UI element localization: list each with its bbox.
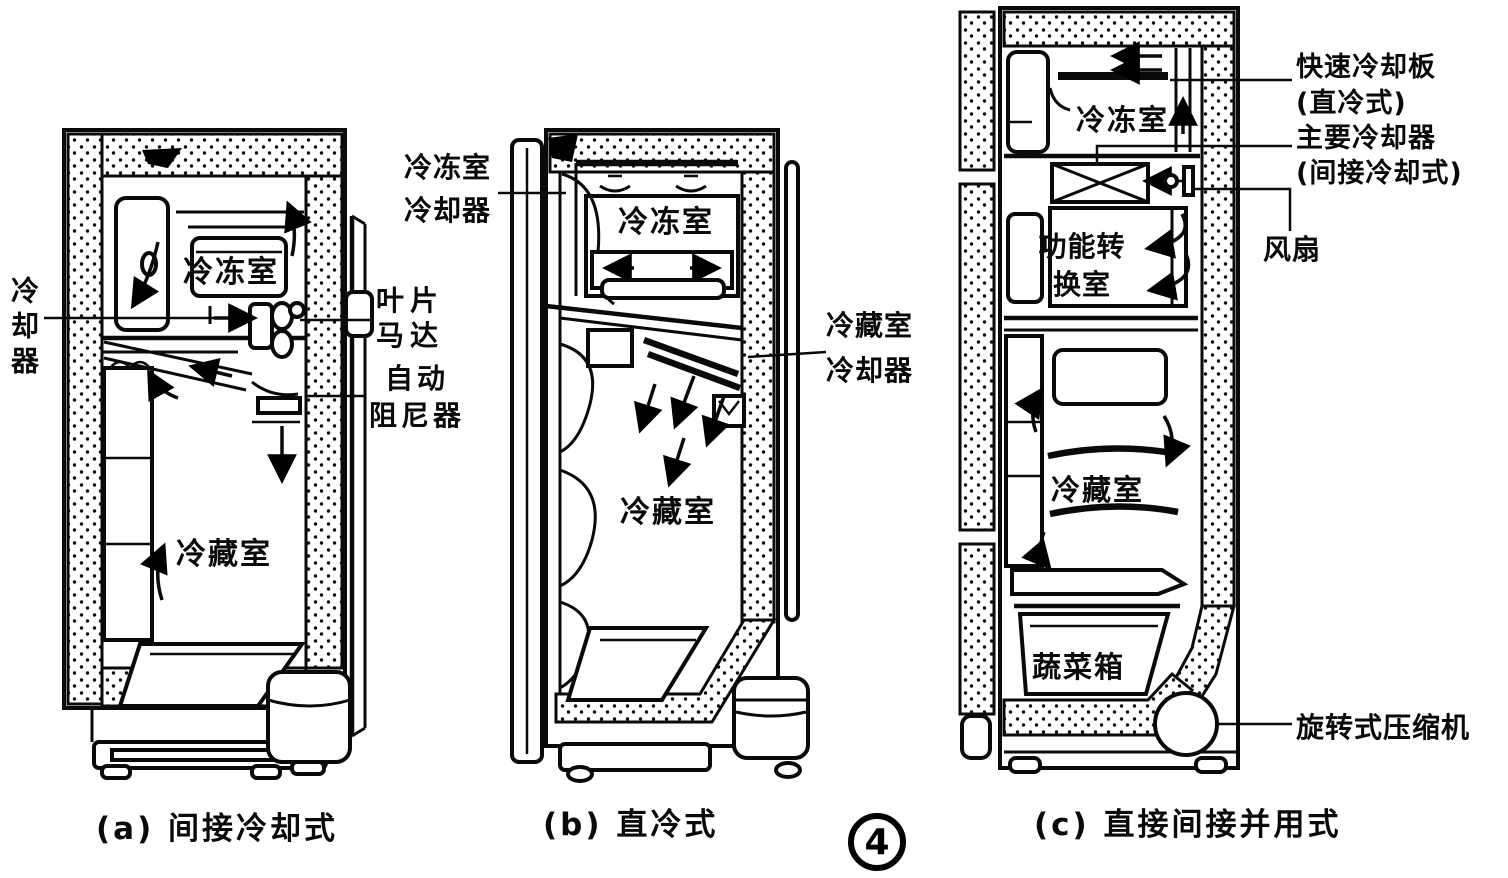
label-damper: 自动 阻尼器: [358, 360, 476, 434]
leader-fridge-cooler: [747, 350, 827, 359]
label-vane-motor-line1: 叶片: [375, 284, 444, 317]
compartment-label-fridge-b: 冷藏室: [620, 495, 716, 530]
compartment-label-function-room-line1: 功能转: [1038, 230, 1126, 263]
fridge-c-door-bottom: [958, 542, 996, 716]
label-damper-line1: 自动: [384, 362, 449, 395]
fridge-a-wall-left: [66, 132, 104, 706]
figure-number: 4: [864, 821, 890, 863]
fridge-b-fridge-cooler-plates: [642, 336, 742, 392]
label-fan: 风扇: [1263, 233, 1322, 266]
fridge-a-drawing: [44, 128, 374, 780]
label-fridge-cooler-line1: 冷藏室: [826, 309, 914, 342]
fridge-c-wall-right: [1200, 44, 1236, 608]
compartment-label-freezer-c: 冷冻室: [1076, 103, 1170, 137]
label-vane-motor-line2: 马达: [375, 319, 444, 352]
compartment-label-vegetable-box: 蔬菜箱: [1032, 650, 1126, 684]
label-freezer-cooler-line2: 冷却器: [404, 194, 492, 227]
label-freezer-cooler: 冷冻室 冷却器: [404, 146, 491, 232]
fridge-c-main-cooler: [1050, 162, 1150, 204]
compartment-label-freezer-a: 冷冻室: [183, 255, 279, 290]
fridge-b-wall-top: [548, 132, 776, 174]
label-quick-cooling-plate: 快速冷却板 (直冷式): [1296, 50, 1436, 122]
fan-icon: [1142, 165, 1195, 197]
compartment-label-fridge-a: 冷藏室: [176, 537, 272, 572]
fridge-c-door-top: [958, 10, 996, 172]
caption-panel-a: (a) 间接冷却式: [96, 811, 339, 847]
label-main-cooler-line1: 主要冷却器: [1296, 123, 1436, 154]
compartment-label-function-room: 功能转 换室: [1032, 228, 1132, 304]
fridge-b-airflow-arrows: [634, 375, 730, 488]
caption-panel-c: (c) 直接间接并用式: [1034, 807, 1342, 843]
fridge-c-wall-top: [1002, 10, 1236, 48]
label-freezer-cooler-line1: 冷冻室: [404, 151, 492, 184]
label-damper-line2: 阻尼器: [368, 399, 465, 432]
fridge-a-wall-top: [100, 132, 344, 178]
label-rotary-compressor: 旋转式压缩机: [1296, 711, 1471, 744]
fridge-a-damper: [251, 380, 302, 424]
fridge-b-wall-right: [740, 170, 776, 624]
compartment-label-function-room-line2: 换室: [1052, 268, 1111, 301]
fridge-c-door-middle: [958, 182, 996, 532]
label-cooler: 冷却器: [7, 276, 40, 381]
fridge-c-compressor: [1153, 691, 1219, 757]
fridge-b-drawing: [498, 128, 827, 783]
leader-fan: [1194, 187, 1292, 231]
compartment-label-fridge-c: 冷藏室: [1051, 473, 1145, 507]
figure-number-badge: 4: [848, 813, 906, 871]
fridge-a-wall-right: [304, 174, 344, 670]
label-quick-cooling-plate-line1: 快速冷却板: [1296, 52, 1436, 83]
label-main-cooler-line2: (间接冷却式): [1296, 158, 1463, 189]
leader-main-cooler: [1095, 144, 1292, 163]
compartment-label-freezer-b: 冷冻室: [618, 205, 714, 240]
label-fridge-cooler-line2: 冷却器: [826, 354, 914, 387]
label-quick-cooling-plate-line2: (直冷式): [1296, 88, 1407, 119]
label-main-cooler: 主要冷却器 (间接冷却式): [1296, 121, 1463, 191]
label-vane-motor: 叶片 马达: [366, 283, 454, 353]
label-fridge-cooler: 冷藏室 冷却器: [826, 303, 913, 393]
fridge-a-compressor: [266, 670, 352, 764]
fridge-c-vegetable-box: [1017, 612, 1171, 696]
fridge-a-door: [344, 214, 374, 738]
fridge-b-compressor: [732, 676, 810, 760]
fridge-a-airflow-arrows: [130, 200, 312, 601]
fridge-c-drawing: [958, 6, 1292, 774]
caption-panel-b: (b) 直冷式: [543, 807, 719, 843]
